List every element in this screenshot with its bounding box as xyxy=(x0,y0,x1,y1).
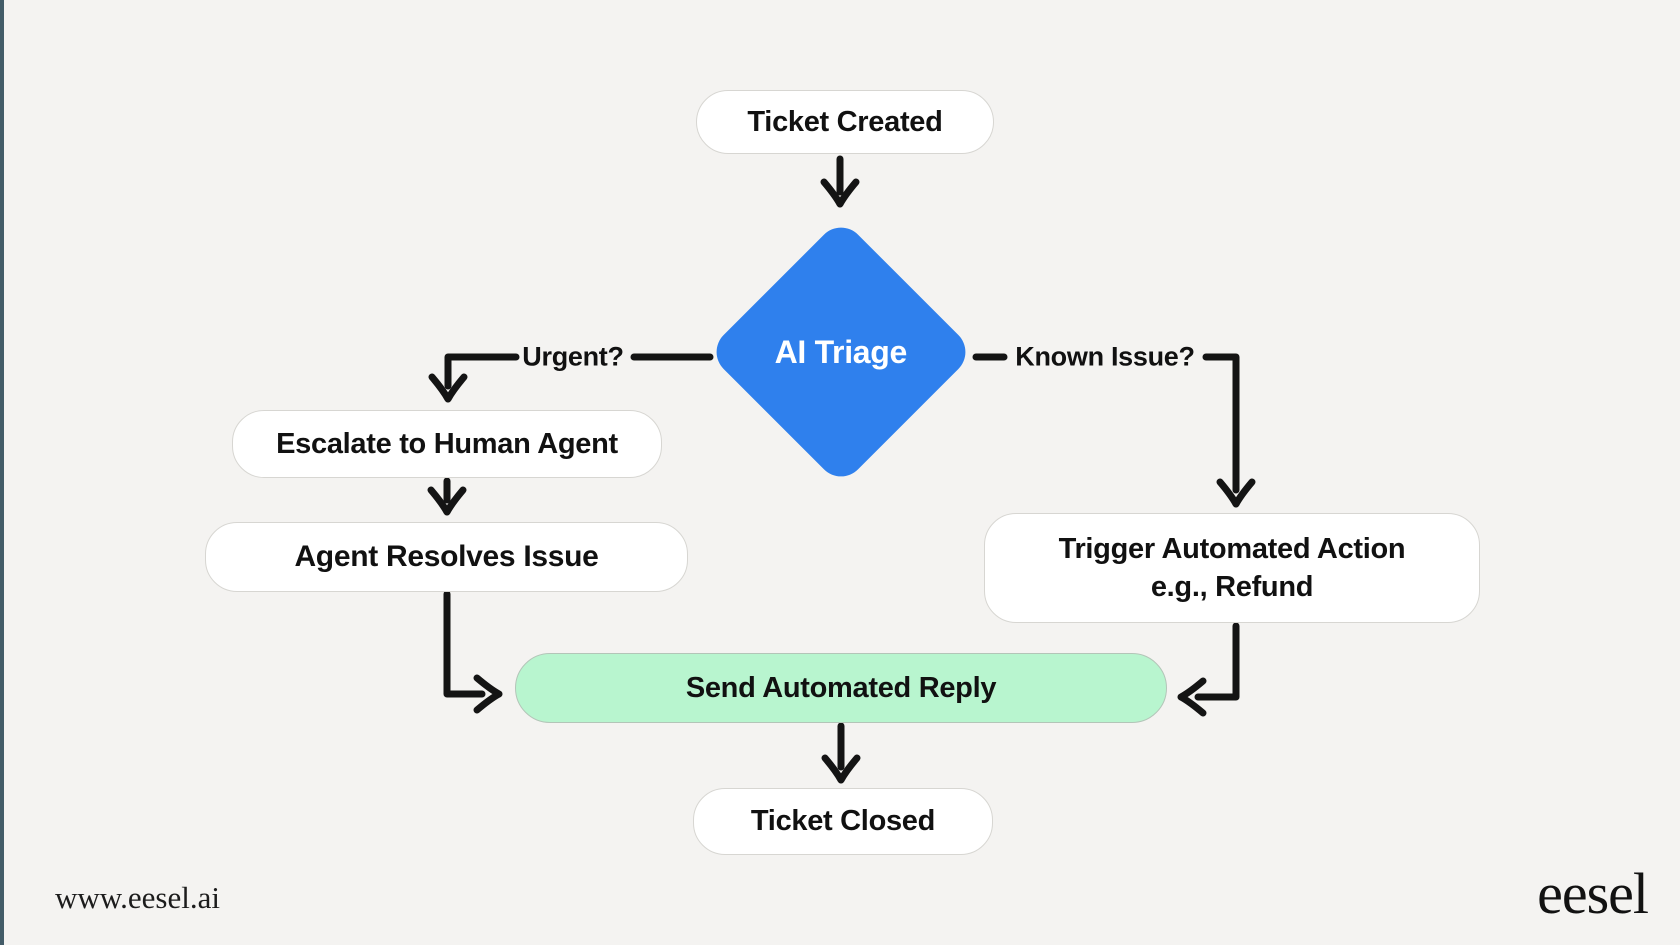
node-escalate-to-human-agent: Escalate to Human Agent xyxy=(232,410,662,478)
edge-ai-triage-to-trigger-action xyxy=(972,353,1256,508)
left-edge-stripe xyxy=(0,0,4,945)
node-agent-resolves-issue: Agent Resolves Issue xyxy=(205,522,688,592)
node-escalate-label: Escalate to Human Agent xyxy=(276,427,618,460)
node-send-reply-label: Send Automated Reply xyxy=(685,671,997,704)
edge-send-reply-to-ticket-closed xyxy=(821,722,861,784)
node-agent-resolves-label: Agent Resolves Issue xyxy=(294,540,599,573)
footer-website-url: www.eesel.ai xyxy=(55,880,220,915)
node-trigger-action-label-line1: Trigger Automated Action xyxy=(1058,533,1406,565)
edge-label-known-issue: Known Issue? xyxy=(1015,341,1195,372)
edge-ticket-created-to-ai-triage xyxy=(820,155,860,208)
node-ticket-created-label: Ticket Created xyxy=(747,105,943,138)
edge-trigger-action-to-send-reply xyxy=(1177,622,1240,717)
node-ai-triage-label: AI Triage xyxy=(774,333,908,370)
edge-agent-resolves-to-send-reply xyxy=(443,590,503,714)
node-trigger-action-label-line2: e.g., Refund xyxy=(1150,571,1314,603)
node-trigger-automated-action: Trigger Automated Action e.g., Refund xyxy=(984,513,1480,623)
node-ticket-closed-label: Ticket Closed xyxy=(750,805,936,837)
node-send-automated-reply: Send Automated Reply xyxy=(515,653,1167,723)
edge-label-urgent: Urgent? xyxy=(522,341,624,372)
edge-escalate-to-agent-resolves xyxy=(427,477,467,516)
eesel-logo: eesel xyxy=(1537,861,1649,926)
node-ticket-closed: Ticket Closed xyxy=(693,788,993,855)
node-ticket-created: Ticket Created xyxy=(696,90,994,154)
edge-ai-triage-to-escalate xyxy=(428,353,714,403)
